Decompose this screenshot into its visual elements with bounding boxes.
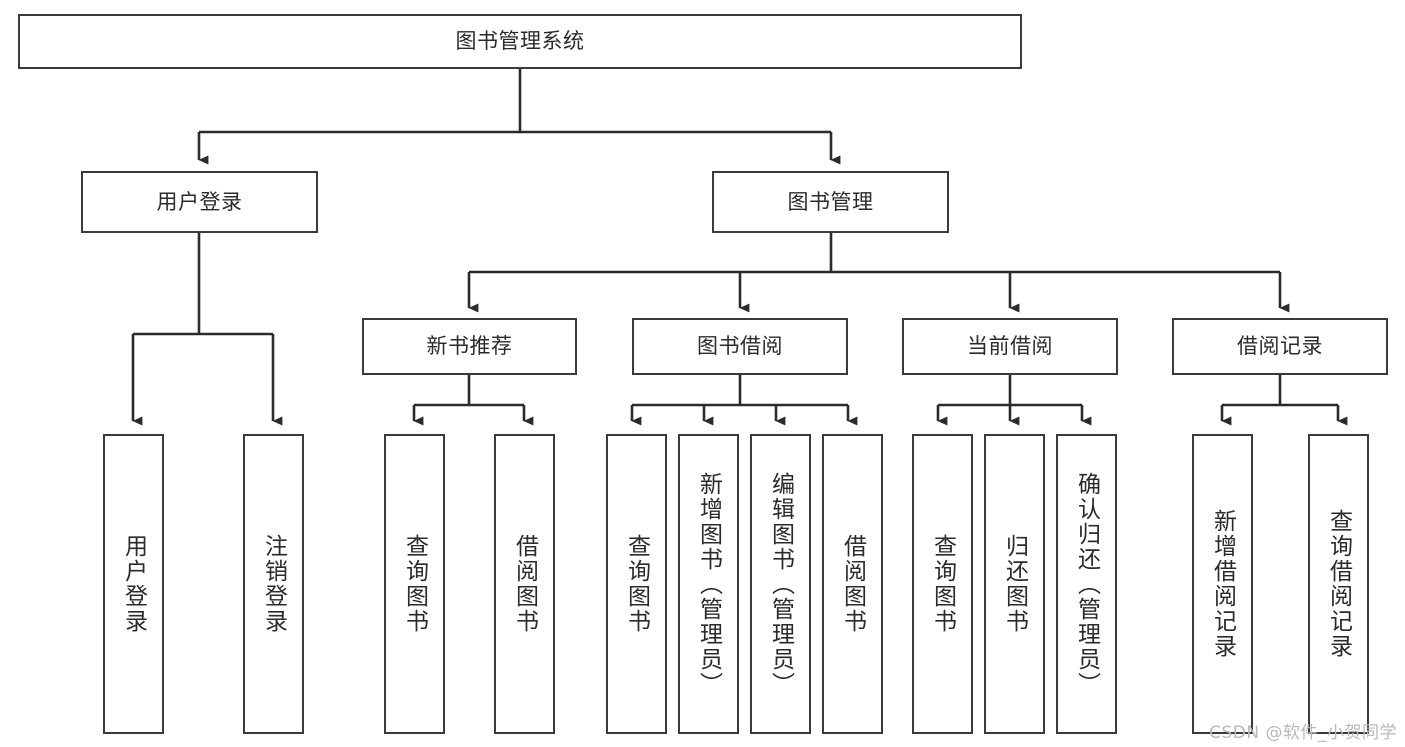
leaf-book-borrow-2-label: 新增图书（管理员） xyxy=(695,471,722,697)
leaf-user-login-2[interactable]: 注销登录 xyxy=(243,434,304,734)
node-borrow-record-label: 借阅记录 xyxy=(1237,334,1323,359)
node-user-login-label: 用户登录 xyxy=(156,189,243,214)
leaf-borrow-record-2-label: 查询借阅记录 xyxy=(1325,509,1352,659)
csdn-watermark: CSDN @软件_小贺同学 xyxy=(1209,723,1397,743)
leaf-user-login-2-label: 注销登录 xyxy=(260,534,287,634)
leaf-book-borrow-1[interactable]: 查询图书 xyxy=(606,434,667,734)
leaf-new-book-2-label: 借阅图书 xyxy=(511,534,538,634)
leaf-book-borrow-3[interactable]: 编辑图书（管理员） xyxy=(750,434,811,734)
node-user-login[interactable]: 用户登录 xyxy=(81,171,318,233)
node-borrow-record[interactable]: 借阅记录 xyxy=(1172,318,1388,375)
leaf-book-borrow-4-label: 借阅图书 xyxy=(839,534,866,634)
node-new-book-recommend-label: 新书推荐 xyxy=(426,334,513,359)
node-book-borrow[interactable]: 图书借阅 xyxy=(632,318,848,375)
leaf-user-login-1-label: 用户登录 xyxy=(120,534,147,634)
leaf-current-borrow-3-label: 确认归还（管理员） xyxy=(1073,471,1100,697)
leaf-new-book-1-label: 查询图书 xyxy=(401,534,428,634)
node-current-borrow-label: 当前借阅 xyxy=(967,334,1053,359)
leaf-user-login-1[interactable]: 用户登录 xyxy=(103,434,164,734)
leaf-book-borrow-2[interactable]: 新增图书（管理员） xyxy=(678,434,739,734)
leaf-borrow-record-1-label: 新增借阅记录 xyxy=(1209,509,1236,659)
node-book-borrow-label: 图书借阅 xyxy=(697,334,783,359)
leaf-new-book-1[interactable]: 查询图书 xyxy=(384,434,445,734)
leaf-current-borrow-1-label: 查询图书 xyxy=(929,534,956,634)
leaf-borrow-record-2[interactable]: 查询借阅记录 xyxy=(1308,434,1369,734)
leaf-book-borrow-3-label: 编辑图书（管理员） xyxy=(767,471,794,697)
node-new-book-recommend[interactable]: 新书推荐 xyxy=(362,318,577,375)
node-book-management-label: 图书管理 xyxy=(787,189,874,214)
leaf-current-borrow-2[interactable]: 归还图书 xyxy=(984,434,1045,734)
node-root[interactable]: 图书管理系统 xyxy=(18,14,1022,69)
node-current-borrow[interactable]: 当前借阅 xyxy=(902,318,1118,375)
leaf-new-book-2[interactable]: 借阅图书 xyxy=(494,434,555,734)
node-book-management[interactable]: 图书管理 xyxy=(712,171,949,233)
leaf-book-borrow-1-label: 查询图书 xyxy=(623,534,650,634)
leaf-book-borrow-4[interactable]: 借阅图书 xyxy=(822,434,883,734)
leaf-current-borrow-1[interactable]: 查询图书 xyxy=(912,434,973,734)
leaf-borrow-record-1[interactable]: 新增借阅记录 xyxy=(1192,434,1253,734)
leaf-current-borrow-2-label: 归还图书 xyxy=(1001,534,1028,634)
node-root-label: 图书管理系统 xyxy=(455,29,585,54)
leaf-current-borrow-3[interactable]: 确认归还（管理员） xyxy=(1056,434,1117,734)
